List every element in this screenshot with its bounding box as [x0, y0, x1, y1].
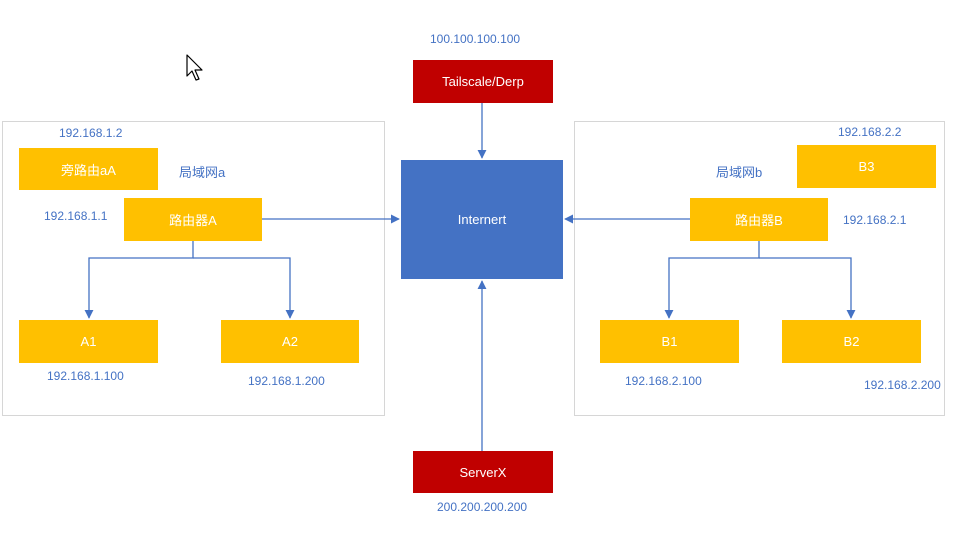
a2-ip: 192.168.1.200	[248, 374, 325, 388]
router-b-node: 路由器B	[690, 198, 828, 241]
bypass-router-a-ip: 192.168.1.2	[59, 126, 123, 140]
router-b-ip: 192.168.2.1	[843, 213, 907, 227]
router-a-ip: 192.168.1.1	[44, 209, 108, 223]
serverx-ip-label: 200.200.200.200	[437, 500, 528, 514]
b2-node: B2	[782, 320, 921, 363]
router-a-to-a2-arrow	[193, 257, 295, 319]
b1-ip: 192.168.2.100	[625, 374, 702, 388]
a1-ip: 192.168.1.100	[47, 369, 124, 383]
router-a-to-a1-arrow	[84, 241, 194, 319]
b2-ip: 192.168.2.200	[864, 378, 941, 392]
mouse-cursor-icon	[186, 54, 203, 81]
router-b-to-b2-arrow	[759, 257, 856, 319]
serverx-node: ServerX	[413, 451, 553, 493]
derp-node: Tailscale/Derp	[413, 60, 553, 103]
a1-node: A1	[19, 320, 158, 363]
router-a-node: 路由器A	[124, 198, 262, 241]
router-b-to-b1-arrow	[664, 241, 760, 319]
b1-node: B1	[600, 320, 739, 363]
lan-a-label: 局域网a	[179, 165, 226, 180]
b3-ip: 192.168.2.2	[838, 125, 902, 139]
b3-node: B3	[797, 145, 936, 188]
a2-node: A2	[221, 320, 359, 363]
internet-node: Internert	[401, 160, 563, 279]
bypass-router-a-node: 旁路由aA	[19, 148, 158, 190]
derp-ip-label: 100.100.100.100	[430, 32, 521, 46]
lan-b-label: 局域网b	[716, 165, 763, 180]
